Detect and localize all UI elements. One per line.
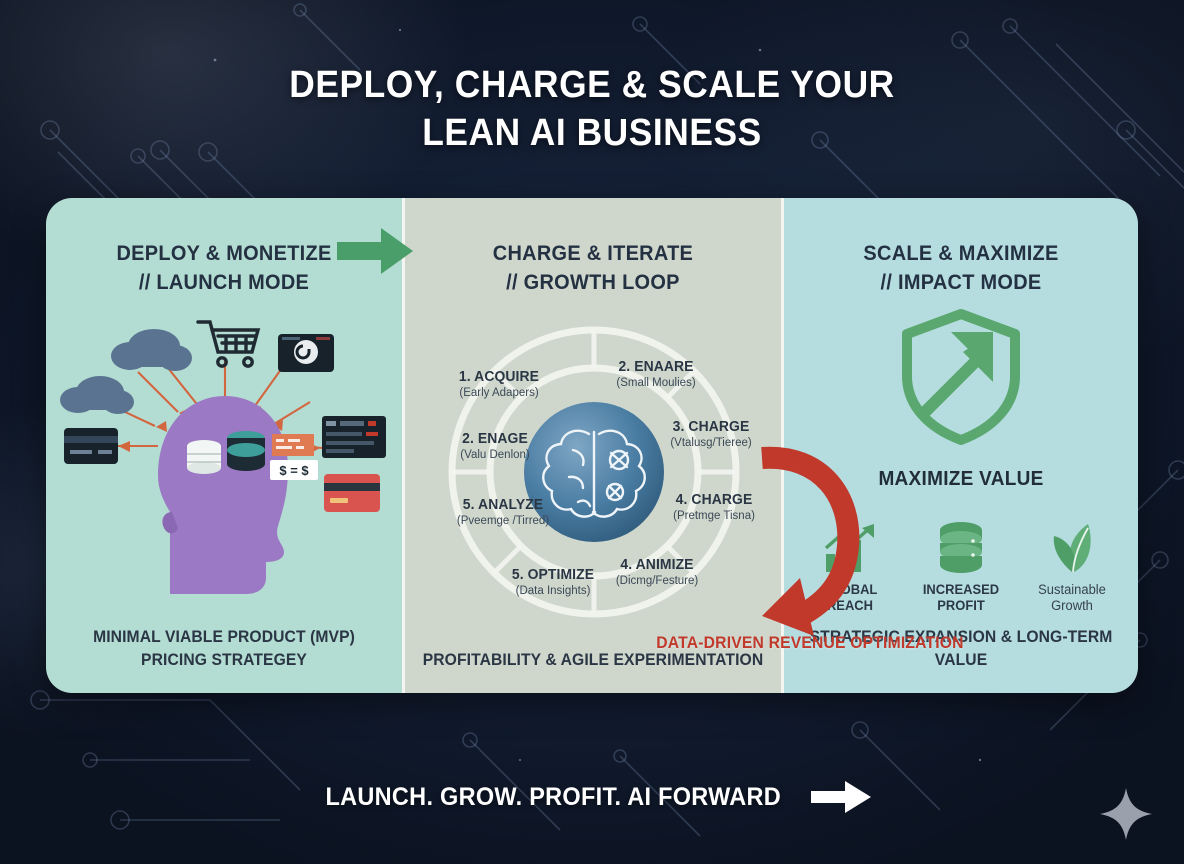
head-silhouette-icon [158, 396, 288, 594]
brain-icon [542, 429, 646, 518]
data-driven-revenue-optimization-caption: DATA-DRIVEN REVENUE OPTIMIZATION [656, 634, 964, 652]
panel-left-heading-main: DEPLOY & MONETIZE [116, 242, 332, 265]
panel-mid-heading-main: CHARGE & ITERATE [492, 242, 694, 265]
benefit-increased-profit-label: INCREASED PROFIT [909, 582, 1013, 614]
shopping-cart-icon [196, 320, 261, 368]
panel-left-footer: MINIMAL VIABLE PRODUCT (MVP) PRICING STR… [61, 626, 388, 671]
footer-text: LAUNCH. GROW. PROFIT. AI FORWARD [325, 782, 781, 811]
payment-terminal-icon [278, 334, 334, 372]
panel-left-heading-sub: // LAUNCH MODE [138, 270, 310, 294]
svg-text:$ = $: $ = $ [279, 463, 309, 478]
panel-mid-heading-sub: // GROWTH LOOP [506, 270, 680, 294]
benefit-2-line1: Sustainable [1038, 582, 1107, 597]
database-icon [187, 440, 221, 474]
pricing-tag-icon [270, 460, 318, 480]
panel-mid-footer: PROFITABILITY & AGILE EXPERIMENTATION [422, 650, 764, 669]
panel-left-heading: DEPLOY & MONETIZE // LAUNCH MODE [55, 240, 393, 298]
leaf-icon [1018, 516, 1126, 576]
database-icon [227, 431, 265, 471]
shield-growth-arrow-icon [901, 309, 1020, 445]
title-line-2: LEAN AI BUSINESS [422, 111, 762, 154]
credit-card-icon [324, 474, 380, 512]
panel-divider [780, 198, 784, 693]
monetization-illustration: $ = $ [60, 320, 386, 594]
flow-arrow-right-icon [337, 228, 413, 274]
arrow-right-icon [811, 781, 872, 813]
benefit-1-line2: PROFIT [937, 598, 985, 614]
benefit-increased-profit: INCREASED PROFIT [907, 516, 1015, 614]
benefit-1-line1: INCREASED [922, 582, 1000, 597]
code-block-icon [272, 434, 314, 456]
cloud-icon [111, 329, 192, 371]
panel-left-footer-line1: MINIMAL VIABLE PRODUCT (MVP) [93, 628, 355, 647]
benefit-2-line2: Growth [1051, 598, 1094, 614]
sparkle-icon [1100, 788, 1152, 840]
footer-tagline: LAUNCH. GROW. PROFIT. AI FORWARD [0, 780, 1184, 814]
panel-right-heading: SCALE & MAXIMIZE // IMPACT MODE [793, 240, 1129, 298]
panel-mid-heading: CHARGE & ITERATE // GROWTH LOOP [414, 240, 771, 298]
panel-right-footer: STRATEGIC EXPANSION & LONG-TERM VALUE [809, 628, 1113, 669]
maximize-value-label: MAXIMIZE VALUE [878, 468, 1044, 490]
page-title: DEPLOY, CHARGE & SCALE YOUR LEAN AI BUSI… [41, 62, 1142, 158]
panel-divider [402, 198, 406, 693]
three-panel-card: DEPLOY & MONETIZE // LAUNCH MODE [46, 198, 1138, 693]
cloud-icon [60, 376, 134, 414]
panel-left-footer-line2: PRICING STRATEGEY [141, 650, 307, 669]
panel-right-heading-main: SCALE & MAXIMIZE [863, 242, 1059, 265]
panel-scale-maximize: SCALE & MAXIMIZE // IMPACT MODE MAXIMIZE… [783, 198, 1138, 693]
title-line-1: DEPLOY, CHARGE & SCALE YOUR [289, 64, 895, 106]
panel-charge-iterate: CHARGE & ITERATE // GROWTH LOOP [405, 198, 781, 693]
data-driven-curved-arrow-icon [761, 446, 860, 636]
coin-stack-icon [907, 516, 1015, 576]
server-rack-icon [322, 416, 386, 458]
panel-deploy-monetize: DEPLOY & MONETIZE // LAUNCH MODE [46, 198, 403, 693]
benefits-list: GLOBAL REACH [794, 516, 1128, 614]
credit-card-icon [64, 428, 118, 464]
benefit-sustainable-growth-label: Sustainable Growth [1020, 582, 1124, 614]
growth-loop-wheel [448, 326, 740, 618]
benefit-sustainable-growth: Sustainable Growth [1018, 516, 1126, 614]
shield-icon-wrap [784, 306, 1138, 451]
panel-right-heading-sub: // IMPACT MODE [880, 270, 1042, 294]
